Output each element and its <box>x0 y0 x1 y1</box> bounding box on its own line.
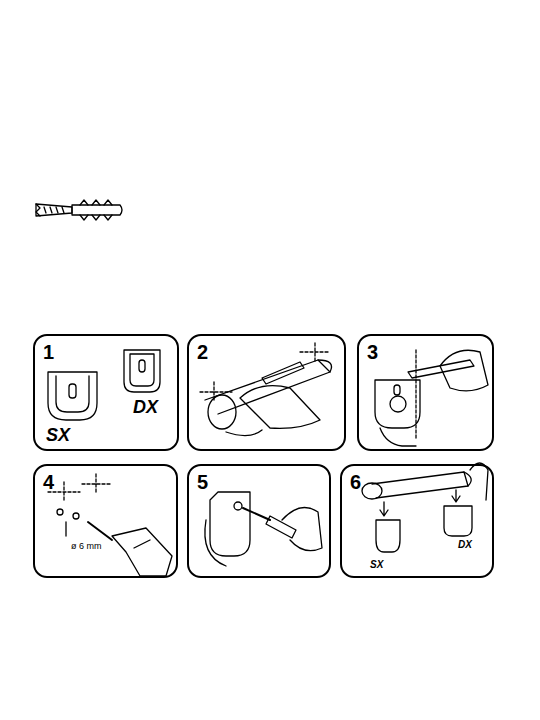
step-number: 3 <box>367 342 378 362</box>
step-panel: 3 <box>357 334 494 451</box>
side-label: SX <box>46 426 70 444</box>
screwing-drawing <box>205 492 322 566</box>
step-number: 4 <box>43 472 54 492</box>
step-number: 1 <box>43 342 54 362</box>
step-number: 2 <box>197 342 208 362</box>
marking-drawing <box>200 343 332 436</box>
side-label: DX <box>458 540 472 550</box>
side-label: SX <box>370 560 383 570</box>
step-panel: 2 <box>187 334 346 451</box>
step-panel: 1SX DX <box>33 334 179 451</box>
step-panel: 6DX SX <box>340 464 494 578</box>
drilling-drawing <box>48 474 172 576</box>
side-label: DX <box>133 398 158 416</box>
bracket-drawings <box>48 350 160 420</box>
step-number: 6 <box>350 472 361 492</box>
step-panel: 5 <box>187 464 331 578</box>
step-number: 5 <box>197 472 208 492</box>
screw-plug-icon <box>36 200 122 220</box>
dimension-label: ø 6 mm <box>71 542 102 551</box>
mounting-drawing <box>362 463 488 552</box>
bracket-marking-drawing <box>375 350 488 446</box>
step-panel: 4 ø 6 mm <box>33 464 178 578</box>
